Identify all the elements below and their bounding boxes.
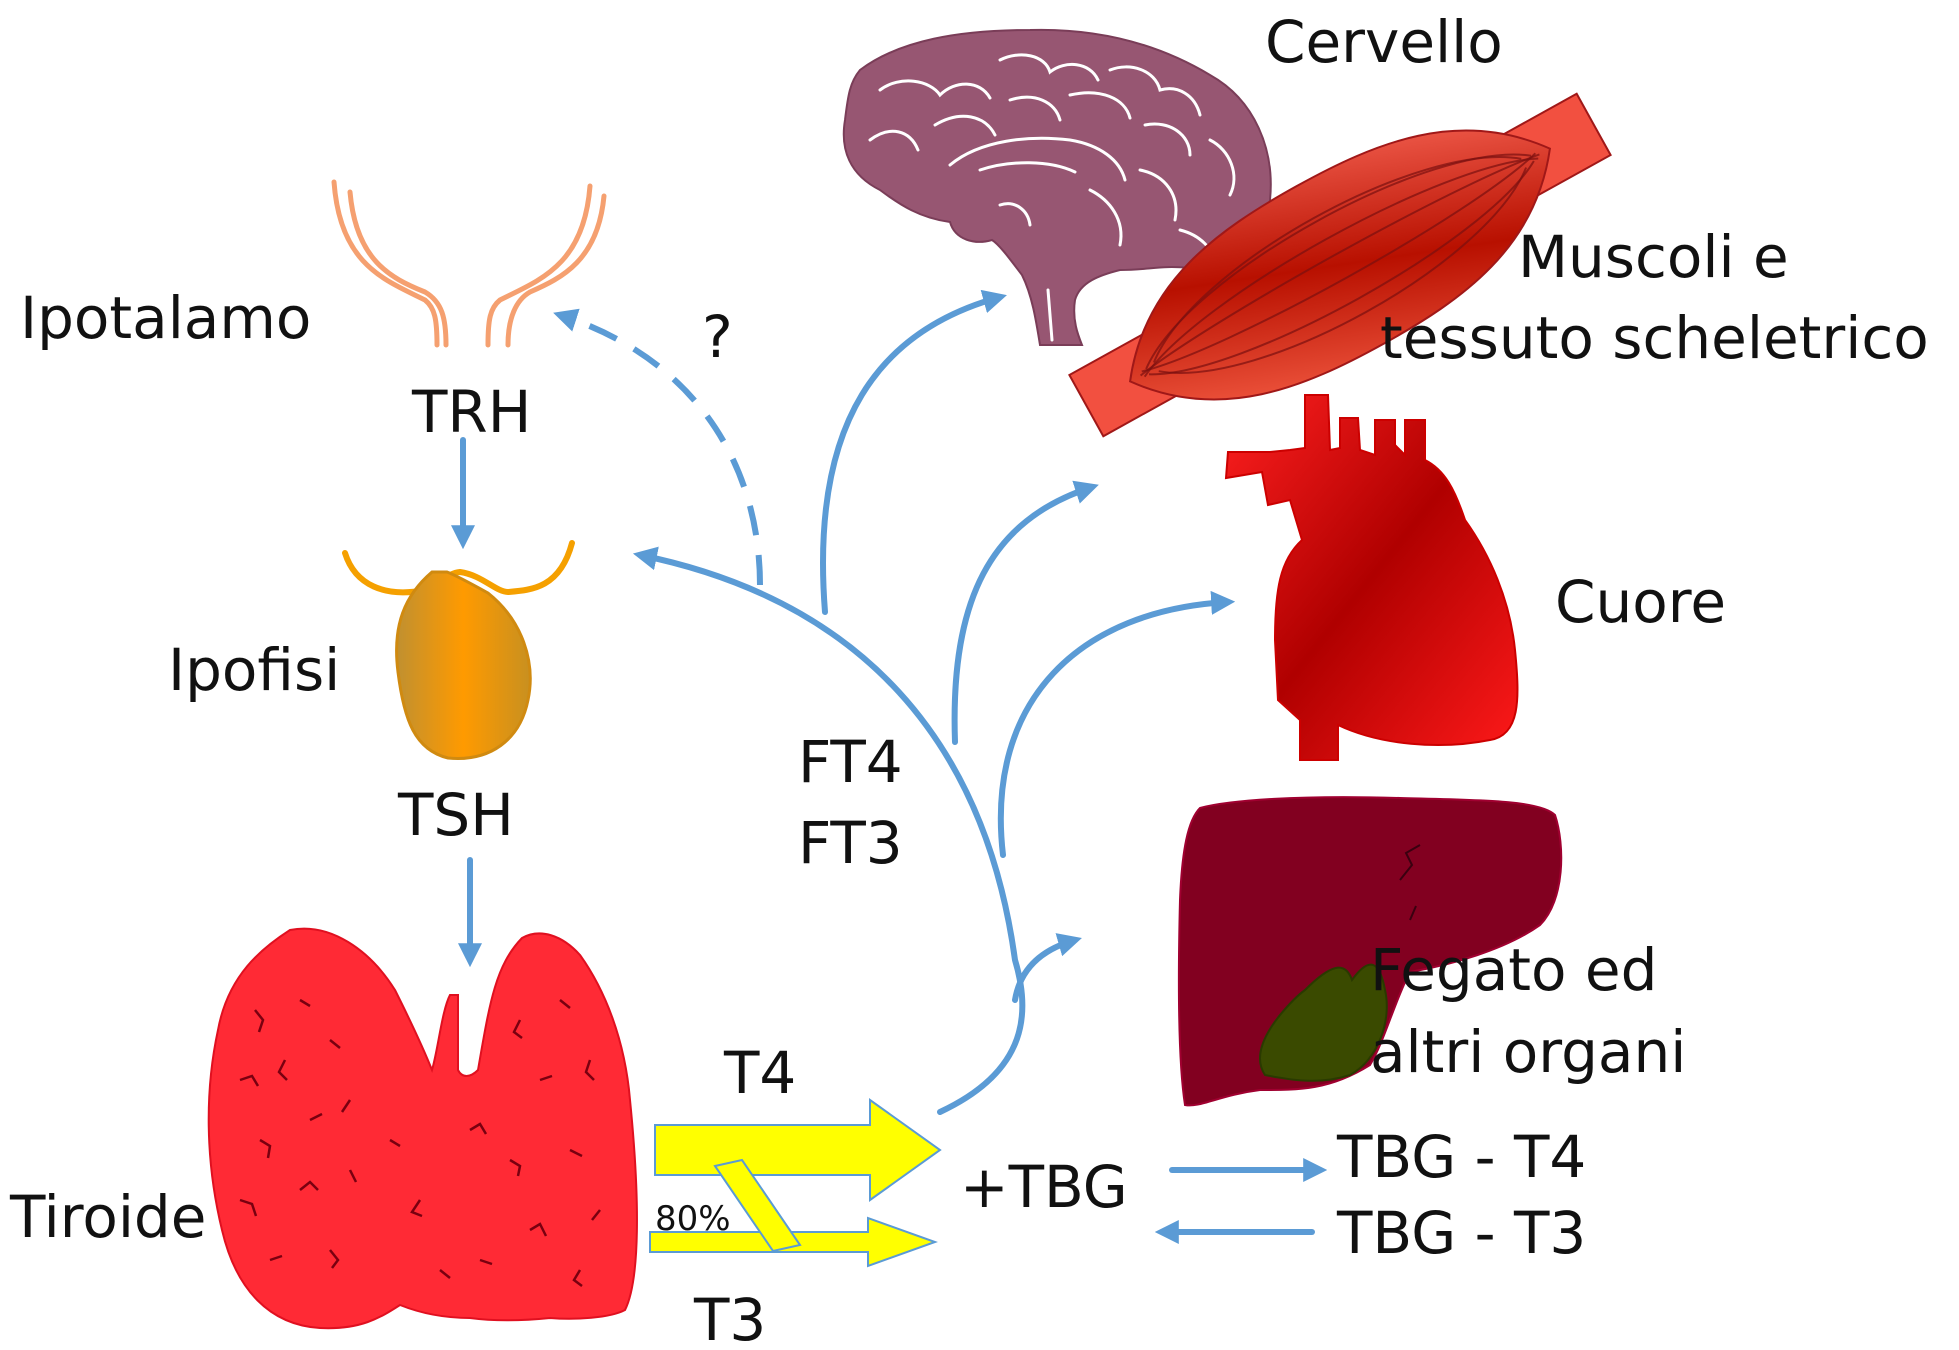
label-cuore: Cuore	[1555, 568, 1726, 636]
label-tbg-t4: TBG - T4	[1336, 1123, 1586, 1191]
thyroid-icon	[209, 929, 637, 1329]
t4-arrow	[655, 1100, 940, 1200]
label-t3: T3	[693, 1286, 766, 1350]
label-tsh: TSH	[397, 781, 514, 849]
label-tbg-t3: TBG - T3	[1336, 1199, 1586, 1267]
heart-icon	[1226, 395, 1517, 760]
label-percent: 80%	[655, 1199, 731, 1239]
arrow-to-brain	[823, 297, 1000, 612]
label-ipotalamo: Ipotalamo	[20, 284, 311, 352]
label-fegato-line1: Fegato ed	[1370, 936, 1657, 1004]
label-tiroide: Tiroide	[9, 1183, 206, 1251]
hormone-arrows	[650, 1100, 940, 1266]
label-ipofisi: Ipofisi	[168, 636, 340, 704]
hypothalamus-icon	[334, 182, 604, 345]
label-trh: TRH	[411, 378, 531, 446]
label-question: ?	[702, 303, 733, 371]
label-fegato-line2: altri organi	[1370, 1018, 1686, 1086]
label-ft4: FT4	[798, 728, 903, 796]
label-muscoli-line2: tessuto scheletrico	[1380, 304, 1929, 372]
label-tbg: +TBG	[960, 1153, 1128, 1221]
arrow-to-muscle	[955, 487, 1092, 742]
pituitary-icon	[345, 543, 572, 758]
label-cervello: Cervello	[1265, 8, 1503, 76]
label-muscoli-line1: Muscoli e	[1518, 223, 1789, 291]
label-ft3: FT3	[798, 809, 903, 877]
label-t4: T4	[723, 1039, 796, 1107]
